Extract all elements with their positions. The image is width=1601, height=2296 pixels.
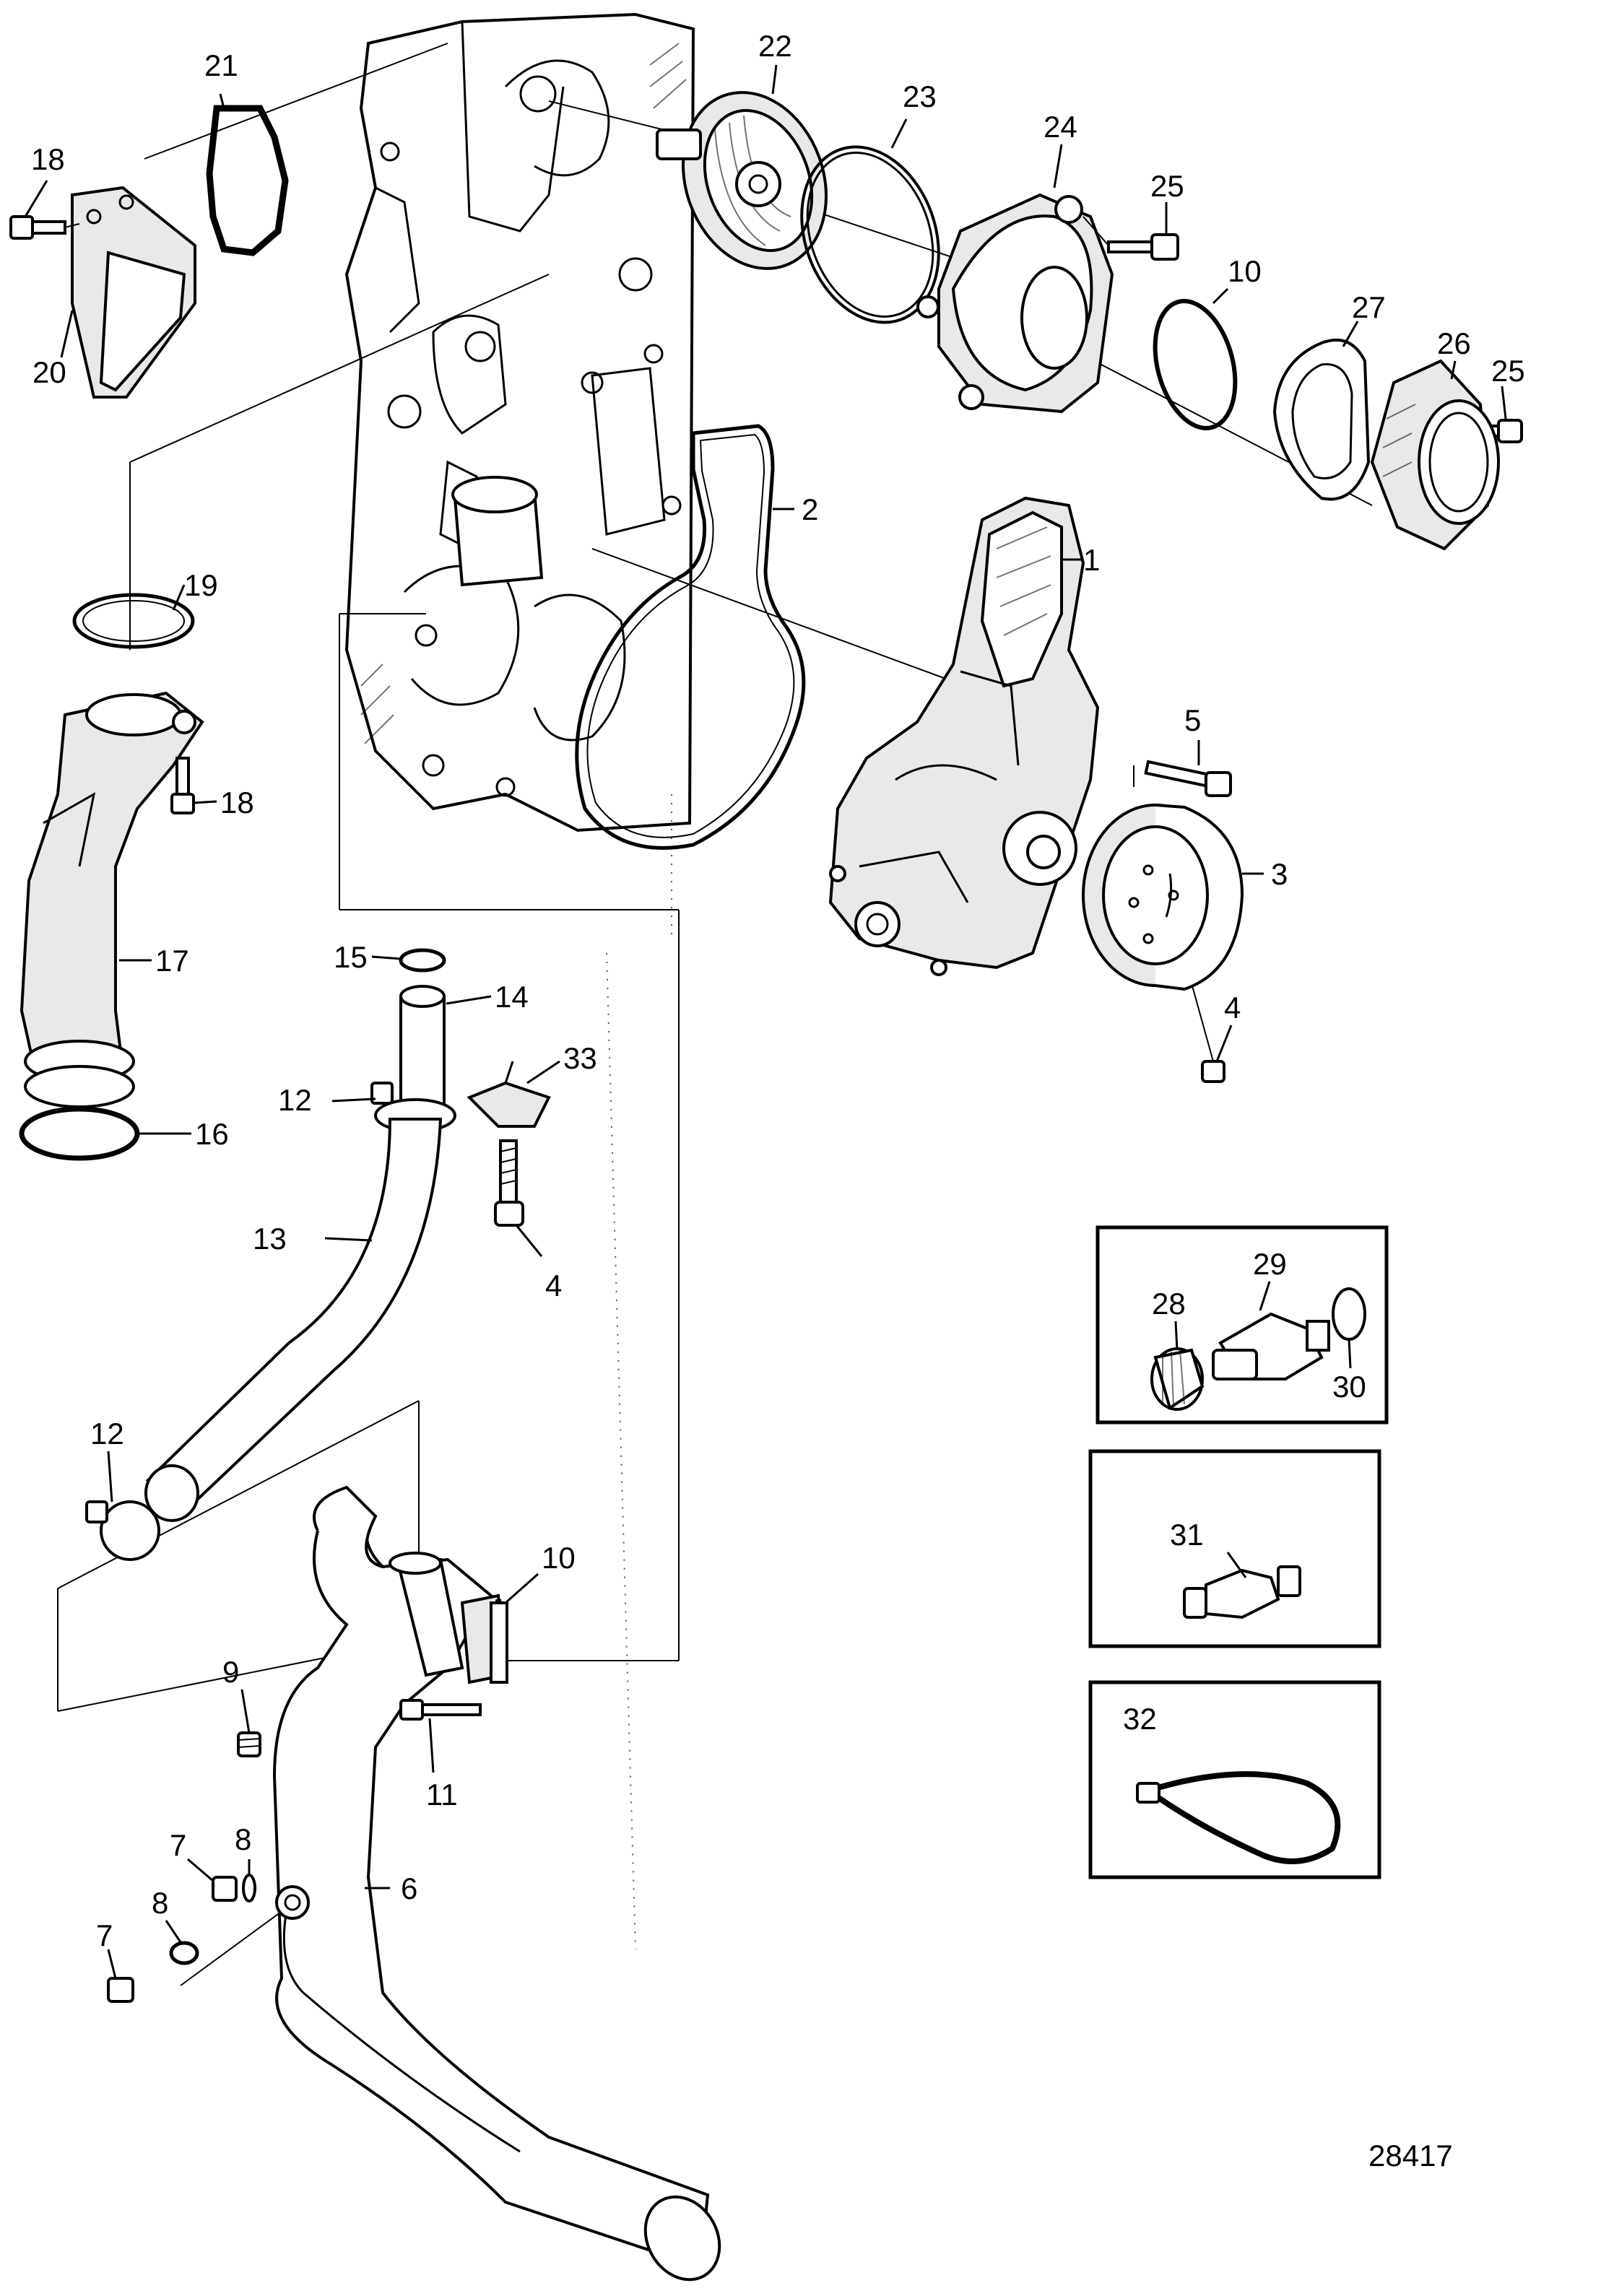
part-18-bolt-top xyxy=(9,215,80,240)
callout-23: 23 xyxy=(903,79,937,113)
engine-block xyxy=(344,12,695,832)
part-1-coolant-pump-housing xyxy=(828,496,1100,976)
callout-4-pulley: 4 xyxy=(1224,991,1241,1025)
part-7-plug-upper xyxy=(212,1876,238,1902)
kit-box-32 xyxy=(1088,1680,1381,1879)
part-25-bolt-upper xyxy=(1082,216,1179,261)
part-4-bolt-pulley xyxy=(1201,1060,1225,1083)
part-13-hose xyxy=(144,1118,443,1522)
callout-15: 15 xyxy=(334,940,368,974)
callout-13: 13 xyxy=(253,1222,287,1256)
callout-14: 14 xyxy=(495,980,529,1014)
callout-18-top: 18 xyxy=(31,142,65,176)
part-11-bolt xyxy=(399,1699,482,1721)
callout-7-lower: 7 xyxy=(96,1918,113,1952)
part-8-washer-upper xyxy=(242,1874,256,1903)
part-4-bolt-lower xyxy=(494,1139,524,1227)
callout-27: 27 xyxy=(1352,290,1386,324)
callout-20: 20 xyxy=(32,355,66,389)
callout-11: 11 xyxy=(426,1778,458,1812)
callout-28: 28 xyxy=(1152,1287,1186,1321)
kit-box-28-30 xyxy=(1095,1225,1389,1425)
callout-leaders xyxy=(24,64,1507,1979)
part-20-cover-plate xyxy=(71,186,196,399)
part-12-hose-clamp-lower xyxy=(85,1500,160,1561)
callout-5: 5 xyxy=(1184,703,1201,737)
part-33-bracket xyxy=(467,1061,551,1128)
part-23-o-ring xyxy=(800,145,940,324)
part-21-gasket xyxy=(206,105,289,256)
callout-10-top: 10 xyxy=(1228,254,1262,288)
part-16-seal xyxy=(19,1040,140,1161)
callout-31: 31 xyxy=(1170,1518,1204,1552)
callout-6: 6 xyxy=(401,1871,417,1905)
callout-12-upper: 12 xyxy=(278,1083,312,1117)
callout-24: 24 xyxy=(1044,110,1077,144)
part-7-plug-lower xyxy=(107,1977,134,2003)
part-26-outlet-connector xyxy=(1370,359,1500,551)
callout-8-lower: 8 xyxy=(152,1886,168,1920)
callout-4-lower: 4 xyxy=(545,1269,562,1303)
part-27-gasket xyxy=(1272,339,1371,501)
callout-18-middle: 18 xyxy=(220,786,254,819)
callout-3: 3 xyxy=(1271,857,1288,891)
callout-30: 30 xyxy=(1332,1370,1366,1404)
part-10-o-ring-top xyxy=(1153,299,1238,430)
callout-10-lower: 10 xyxy=(542,1541,576,1575)
callout-8-upper: 8 xyxy=(235,1822,251,1856)
callout-9: 9 xyxy=(222,1655,239,1689)
callout-25-right: 25 xyxy=(1491,354,1525,388)
callout-29: 29 xyxy=(1253,1247,1287,1281)
part-18-bolt-middle xyxy=(170,757,195,814)
part-17-coolant-pipe xyxy=(19,691,204,1078)
callout-26: 26 xyxy=(1437,326,1471,360)
figure-number: 28417 xyxy=(1368,2139,1453,2173)
callout-32: 32 xyxy=(1123,1702,1157,1736)
part-3-pulley xyxy=(1082,804,1244,991)
part-2-pump-gasket xyxy=(575,424,806,850)
callout-16: 16 xyxy=(195,1117,229,1151)
callout-21: 21 xyxy=(204,48,238,82)
part-14-nipple xyxy=(399,985,446,1113)
part-24-thermostat-housing xyxy=(916,193,1114,414)
part-9-plug xyxy=(237,1731,261,1757)
part-8-washer-lower xyxy=(169,1941,199,1965)
part-15-o-ring xyxy=(399,948,446,973)
kit-box-31 xyxy=(1088,1449,1381,1648)
callout-1: 1 xyxy=(1083,543,1100,577)
callout-33: 33 xyxy=(563,1041,597,1075)
part-22-thermostat xyxy=(656,91,828,270)
part-10-seal-lower xyxy=(490,1601,508,1684)
callout-17: 17 xyxy=(155,944,189,978)
callout-2: 2 xyxy=(802,492,818,526)
callout-numbers: 21 22 23 24 25 18 10 27 26 25 20 2 1 19 … xyxy=(31,29,1525,2173)
callout-7-upper: 7 xyxy=(170,1828,186,1862)
callout-12-lower: 12 xyxy=(90,1417,124,1451)
part-19-o-ring xyxy=(72,593,195,649)
callout-19: 19 xyxy=(184,568,218,602)
part-5-bolt xyxy=(1144,760,1232,797)
explode-lines xyxy=(57,43,1373,1986)
callout-25-upper: 25 xyxy=(1150,169,1184,203)
callout-22: 22 xyxy=(758,29,792,63)
